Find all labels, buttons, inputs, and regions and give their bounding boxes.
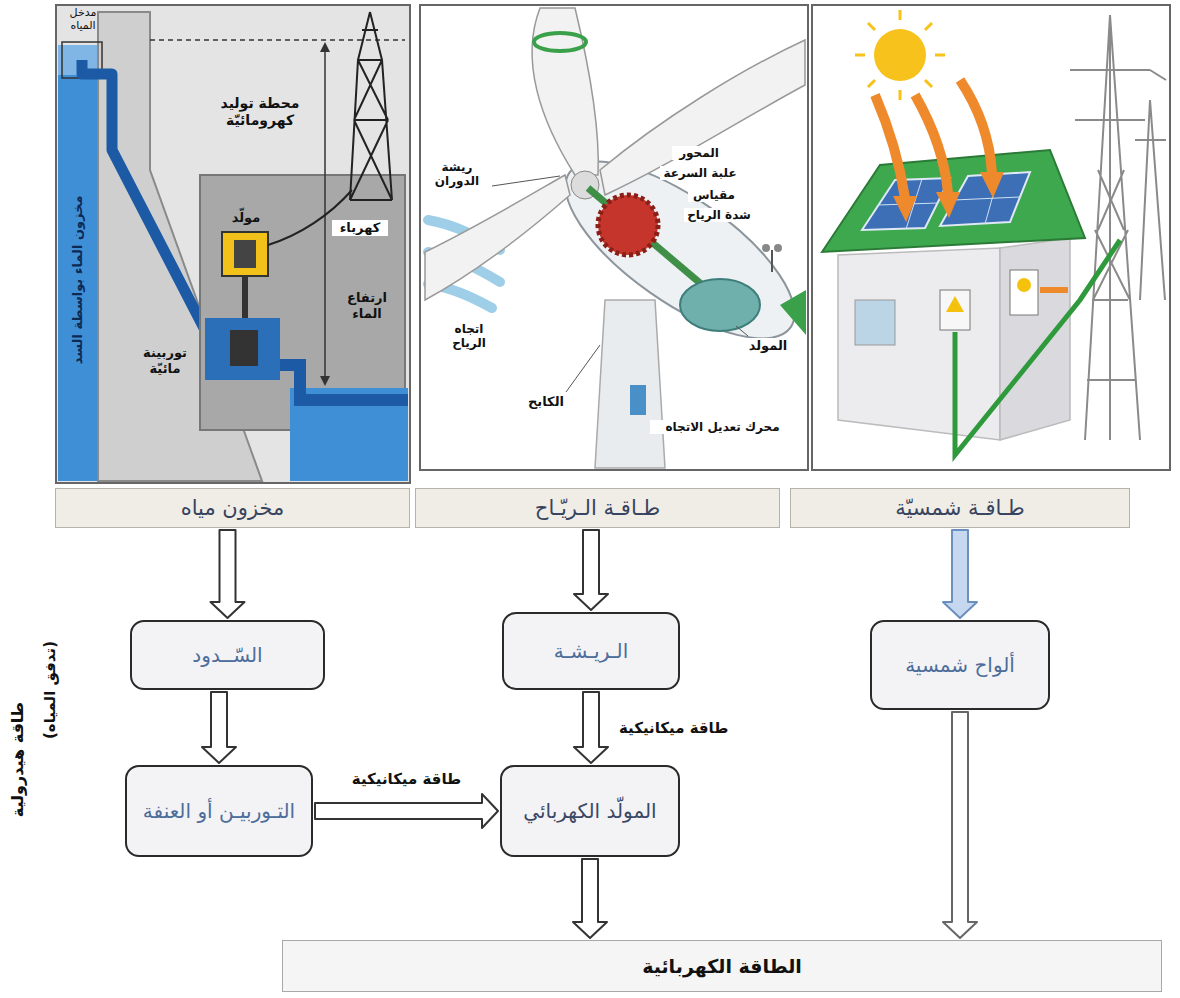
node-text: مخزون مياه <box>181 496 285 520</box>
block-arrow <box>574 692 608 763</box>
node-text: المولّد الكهربائي <box>523 796 656 826</box>
output-band: الطاقة الكهربائية <box>282 940 1162 992</box>
node-text: طـاقـة الـريّـاح <box>535 496 660 520</box>
block-arrow <box>573 859 607 938</box>
node-text: طـاقـة شمسيّة <box>895 496 1024 520</box>
part-label: محطة توليد كهرومائيّة <box>205 95 315 129</box>
vertical-label: مخزون الماء بواسطة السد <box>70 115 86 445</box>
part-label: علبة السرعة <box>660 166 740 180</box>
node-text: ألواح شمسية <box>905 650 1015 680</box>
block-arrow <box>315 794 498 828</box>
process-box: ألواح شمسية <box>870 620 1050 710</box>
hydro-plant <box>56 5 410 483</box>
process-box: الـريـشـة <box>502 612 680 690</box>
part-label: مقياس <box>688 188 740 202</box>
node-text: الـريـشـة <box>554 636 628 666</box>
source-band: مخزون مياه <box>55 488 410 528</box>
part-label: مدخل المياه <box>60 6 106 32</box>
process-box: السّــدود <box>130 620 325 690</box>
process-box: التـوربيـن أو العنفة <box>125 765 313 857</box>
part-label: كهرباء <box>332 220 388 236</box>
part-label: ارتفاع الماء <box>336 290 398 321</box>
node-text: التـوربيـن أو العنفة <box>143 796 295 826</box>
part-label: المولد <box>740 338 796 354</box>
vertical-label: طاقة هيدرولية <box>8 650 27 870</box>
part-label: اتجاه الرياح <box>438 322 500 351</box>
node-text: الطاقة الكهربائية <box>642 955 802 977</box>
wind-turbine <box>420 5 820 470</box>
block-arrow <box>943 712 977 938</box>
edge-label: طاقة ميكانيكية <box>349 770 464 788</box>
part-label: مولّد <box>222 210 270 226</box>
source-band: طـاقـة شمسيّة <box>790 488 1130 528</box>
part-label: شدة الرياح <box>684 208 754 222</box>
block-arrow <box>202 692 236 763</box>
edge-label: طاقة ميكانيكية <box>616 719 731 737</box>
part-label: الكابح <box>518 394 574 410</box>
part-label: المحور <box>672 146 726 160</box>
node-text: السّــدود <box>192 640 262 670</box>
part-label: محرك تعديل الاتجاه <box>650 420 795 434</box>
vertical-label: (تدفق المياه) <box>41 615 59 765</box>
block-arrow <box>574 530 608 610</box>
block-arrow <box>943 530 977 618</box>
solar-house <box>812 5 1170 470</box>
source-band: طـاقـة الـريّـاح <box>415 488 780 528</box>
part-label: توربينة مائيّة <box>130 345 200 376</box>
part-label: ريشة الدوران <box>426 160 488 189</box>
block-arrow <box>211 530 245 618</box>
process-box: المولّد الكهربائي <box>500 765 680 857</box>
